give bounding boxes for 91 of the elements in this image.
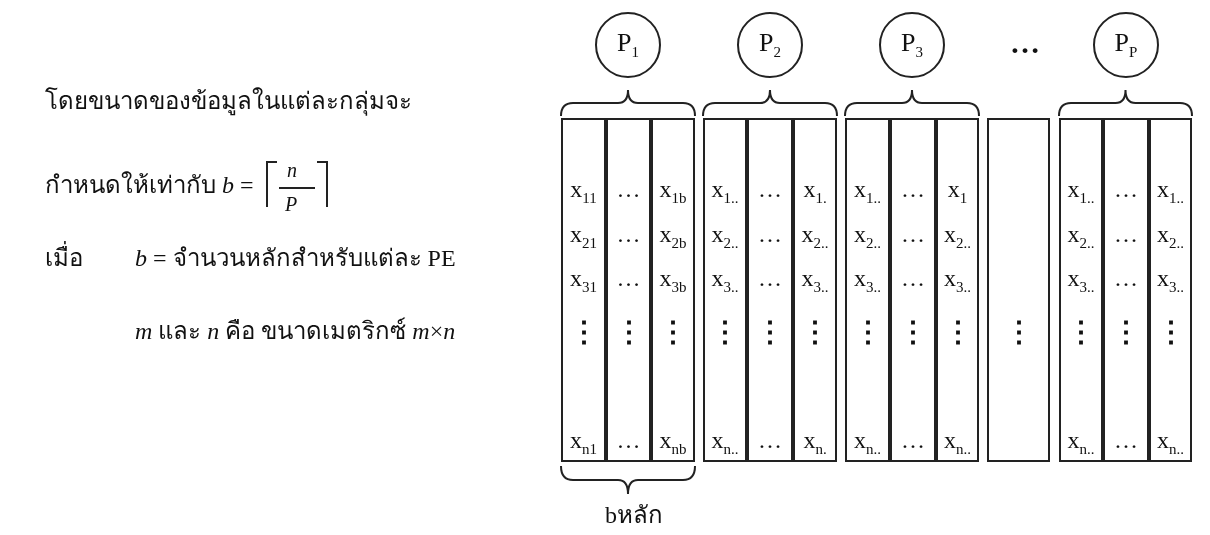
matrix-entry: x$_{3b}$ [659,264,687,297]
ellipsis: … [758,175,782,203]
matrix-column [561,118,606,462]
ellipsis: … [616,426,641,454]
vertical-ellipsis: ⋮ [614,318,643,346]
ellipsis: … [758,264,782,292]
matrix-column [1149,118,1192,462]
processor-label: P$_{P}$ [1114,28,1138,62]
ellipsis: … [1114,175,1138,203]
matrix-entry: x$_{1.}$ [803,175,827,208]
matrix-entry: x$_{2..}$ [801,220,829,253]
matrix-column [1103,118,1149,462]
processor-label: P$_{2}$ [759,28,781,62]
ellipsis: … [1114,264,1138,292]
matrix-entry: x$_{1b}$ [659,175,687,208]
text-line: กำหนดให้เท่ากับ b = [45,170,254,200]
matrix-entry: x$_{2..}$ [711,220,739,253]
vertical-ellipsis: ⋮ [899,318,927,346]
matrix-entry: x$_{3..}$ [944,264,971,297]
ellipsis: … [901,264,925,292]
fraction-numerator: n [287,158,297,182]
matrix-entry: x$_{1}$ [947,175,968,208]
processor-label: P$_{3}$ [901,28,923,62]
ellipsis: … [616,264,641,292]
text-line: m และ n คือ ขนาดเมตริกซ์ m×n [135,316,456,346]
ellipsis: … [901,220,925,248]
matrix-entry: x$_{21}$ [570,220,597,253]
vertical-ellipsis: ⋮ [569,318,598,346]
brace-label: bหลัก [605,501,663,530]
vertical-ellipsis: ⋮ [659,318,687,346]
ellipsis: … [1114,426,1138,454]
matrix-entry: x$_{11}$ [570,175,597,208]
ellipsis: … [758,220,782,248]
matrix-entry: x$_{3..}$ [801,264,829,297]
matrix-entry: x$_{n..}$ [944,426,971,459]
matrix-entry: x$_{n.}$ [803,426,827,459]
processor-circle [879,12,945,78]
matrix-column [606,118,651,462]
matrix-entry: x$_{2..}$ [1157,220,1184,253]
vertical-ellipsis: ⋮ [801,318,829,346]
text-line: เมื่อ [45,243,83,273]
matrix-entry: x$_{1..}$ [711,175,739,208]
matrix-entry: x$_{2..}$ [944,220,971,253]
fraction-denominator: P [285,192,298,216]
matrix-column [651,118,695,462]
matrix-entry: x$_{n..}$ [1157,426,1184,459]
matrix-entry: x$_{3..}$ [1067,264,1095,297]
matrix-entry: x$_{1..}$ [1157,175,1184,208]
matrix-entry: x$_{2b}$ [659,220,687,253]
ellipsis: … [901,175,925,203]
matrix-column [793,118,837,462]
ellipsis: … [901,426,925,454]
vertical-ellipsis: ⋮ [1004,318,1033,346]
vertical-ellipsis: ⋮ [853,318,882,346]
ellipsis: … [758,426,782,454]
vertical-ellipsis: ⋮ [943,318,972,346]
vertical-ellipsis: ⋮ [1067,318,1095,346]
matrix-column [890,118,936,462]
matrix-column [987,118,1050,462]
matrix-entry: x$_{n1}$ [570,426,597,459]
matrix-entry: x$_{3..}$ [711,264,739,297]
ellipsis: … [616,220,641,248]
processor-label: P$_{1}$ [617,28,639,62]
matrix-entry: x$_{n..}$ [854,426,881,459]
vertical-ellipsis: ⋮ [1112,318,1140,346]
text-line: b = จำนวนหลักสำหรับแต่ละ PE [135,244,456,273]
matrix-column [747,118,793,462]
text-line: โดยขนาดของข้อมูลในแต่ละกลุ่มจะ [45,86,412,116]
matrix-column [1059,118,1103,462]
matrix-entry: x$_{2..}$ [854,220,881,253]
matrix-entry: x$_{3..}$ [1157,264,1184,297]
ellipsis: … [616,175,641,203]
processor-circle [1093,12,1159,78]
ellipsis: … [1114,220,1138,248]
vertical-ellipsis: ⋮ [1156,318,1185,346]
matrix-entry: x$_{31}$ [570,264,597,297]
processor-circle [737,12,803,78]
vertical-ellipsis: ⋮ [711,318,739,346]
matrix-entry: x$_{1..}$ [1067,175,1095,208]
processor-circle [595,12,661,78]
matrix-column [703,118,747,462]
matrix-entry: x$_{n..}$ [711,426,739,459]
vertical-ellipsis: ⋮ [756,318,784,346]
matrix-entry: x$_{n..}$ [1067,426,1095,459]
matrix-entry: x$_{3..}$ [854,264,881,297]
matrix-entry: x$_{2..}$ [1067,220,1095,253]
matrix-entry: x$_{1..}$ [854,175,881,208]
ellipsis: … [1010,28,1040,58]
matrix-column [845,118,890,462]
matrix-column [936,118,979,462]
matrix-entry: x$_{nb}$ [659,426,687,459]
